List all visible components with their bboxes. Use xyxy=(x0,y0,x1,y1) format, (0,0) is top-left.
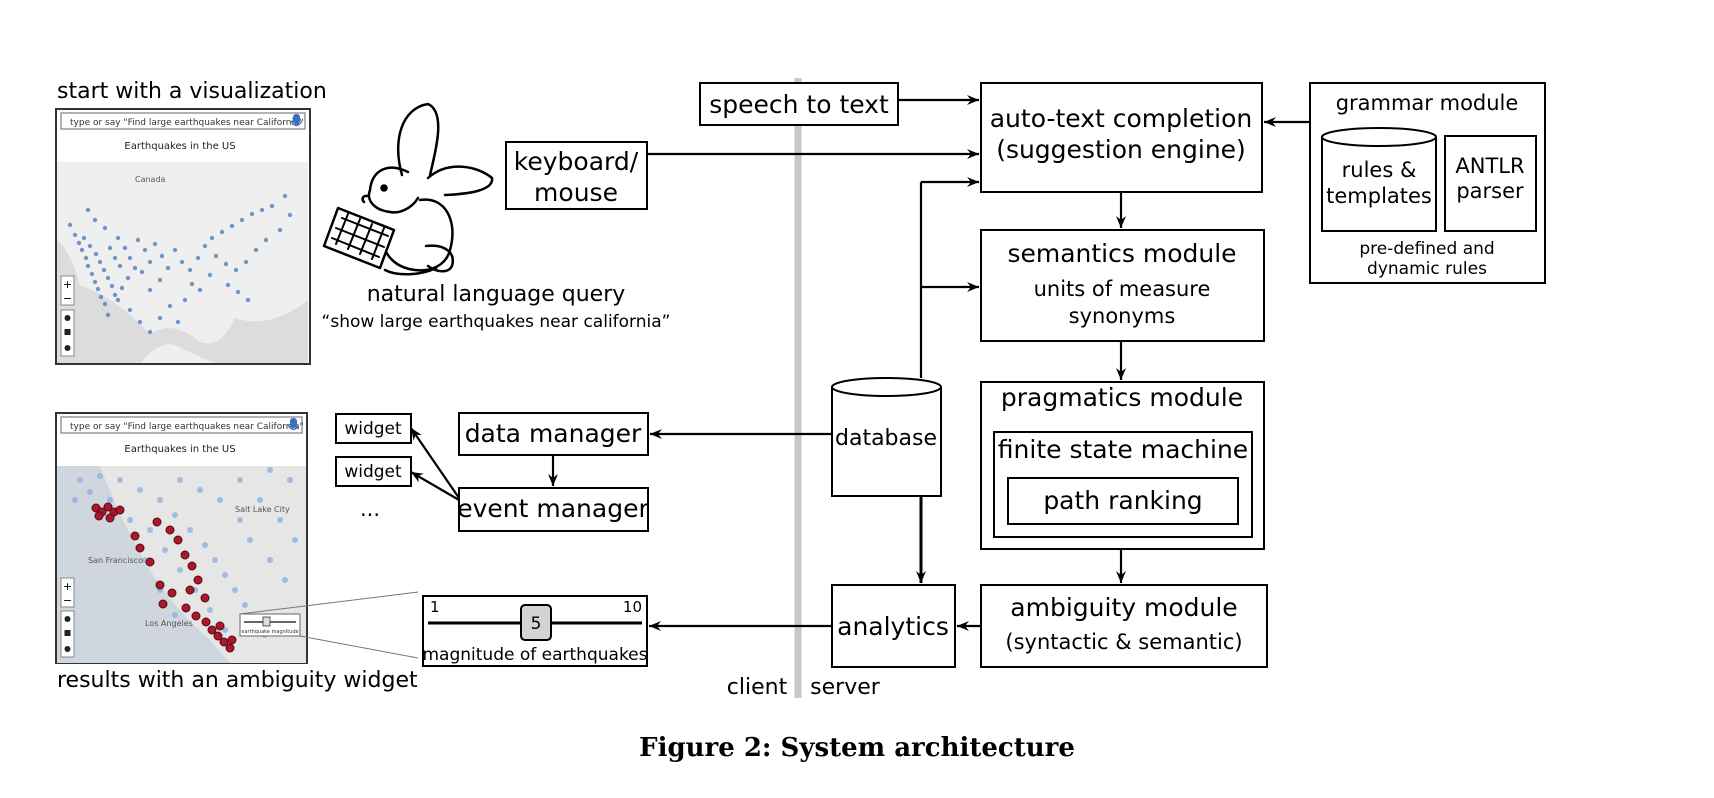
slider-max-label: 10 xyxy=(623,598,642,616)
map-title: Earthquakes in the US xyxy=(124,141,235,152)
svg-text:mouse: mouse xyxy=(534,178,618,207)
svg-text:templates: templates xyxy=(1326,184,1432,208)
architecture-diagram: client server start with a visualization… xyxy=(55,78,1546,700)
auto-text-completion-node: auto-text completion (suggestion engine) xyxy=(980,82,1263,193)
circle-tool-icon xyxy=(64,616,71,622)
map-place-label: Canada xyxy=(135,175,166,184)
microphone-icon[interactable] xyxy=(290,114,303,127)
server-label: server xyxy=(810,675,881,700)
map-title: Earthquakes in the US xyxy=(124,444,235,455)
map-search-input[interactable] xyxy=(60,112,306,130)
svg-text:semantics module: semantics module xyxy=(1007,239,1236,268)
svg-text:(syntactic & semantic): (syntactic & semantic) xyxy=(1005,630,1242,654)
slider-label: magnitude of earthquakes xyxy=(423,645,648,665)
svg-text:parser: parser xyxy=(1456,179,1524,203)
svg-text:widget: widget xyxy=(344,462,402,482)
point-tool-icon xyxy=(64,345,71,351)
slider-value: 5 xyxy=(531,614,542,634)
map-screenshot-bottom: type or say "Find large earthquakes near… xyxy=(55,412,308,664)
semantics-module-node: semantics module units of measure synony… xyxy=(980,229,1265,342)
nl-query-example: “show large earthquakes near california” xyxy=(322,312,671,332)
map-search-input[interactable] xyxy=(60,416,303,434)
earthquake-points-highlighted xyxy=(91,502,237,653)
zoom-in-icon[interactable]: + xyxy=(63,580,72,593)
zoom-controls[interactable]: + − xyxy=(60,577,75,658)
svg-text:speech to text: speech to text xyxy=(709,90,889,119)
mini-ambiguity-widget[interactable]: earthquake magnitude xyxy=(239,613,301,637)
slider-min-label: 1 xyxy=(430,598,440,616)
point-tool-icon xyxy=(64,646,71,652)
ambiguity-module-node: ambiguity module (syntactic & semantic) xyxy=(980,584,1268,668)
start-viz-label: start with a visualization xyxy=(57,79,327,104)
svg-text:finite state machine: finite state machine xyxy=(998,435,1248,464)
rules-templates-cylinder: rules & templates xyxy=(1321,127,1437,232)
client-label: client xyxy=(727,675,788,700)
map-search-placeholder: type or say "Find large earthquakes near… xyxy=(70,118,304,128)
map-place-label: Los Angeles xyxy=(145,619,193,628)
speech-to-text-node: speech to text xyxy=(699,82,899,126)
svg-text:widget: widget xyxy=(344,419,402,439)
map-place-label: San Francisco xyxy=(88,556,143,565)
mini-widget-label: earthquake magnitude xyxy=(241,629,298,635)
svg-text:(suggestion engine): (suggestion engine) xyxy=(996,135,1246,164)
zoom-in-icon[interactable]: + xyxy=(63,278,72,291)
database-node: database xyxy=(831,377,942,497)
widget-node-2: widget xyxy=(335,456,412,487)
keyboard-mouse-node: keyboard/ mouse xyxy=(505,141,648,210)
rabbit-keyboard-icon xyxy=(322,102,494,276)
data-manager-node: data manager xyxy=(458,412,649,456)
map-place-label: Salt Lake City xyxy=(235,505,290,514)
svg-text:synonyms: synonyms xyxy=(1069,304,1176,328)
figure-caption: Figure 2: System architecture xyxy=(639,733,1075,763)
pragmatics-module-node: pragmatics module finite state machine p… xyxy=(980,381,1265,550)
callout-line xyxy=(299,635,419,659)
zoom-controls[interactable]: + − xyxy=(60,275,75,357)
finite-state-machine-box: finite state machine path ranking xyxy=(993,431,1253,538)
zoom-out-icon[interactable]: − xyxy=(63,292,72,305)
earthquake-points xyxy=(67,193,293,335)
arrow-eventmanager-to-widget1 xyxy=(410,427,460,499)
svg-text:analytics: analytics xyxy=(837,612,949,641)
svg-text:grammar module: grammar module xyxy=(1336,91,1519,115)
map-screenshot-top: type or say "Find large earthquakes near… xyxy=(55,108,311,365)
svg-text:pre-defined and: pre-defined and xyxy=(1359,239,1494,259)
grammar-module-node: grammar module rules & templates ANTLR p… xyxy=(1309,82,1546,284)
connectors xyxy=(410,95,1310,631)
more-widgets-ellipsis: ... xyxy=(360,497,380,521)
event-manager-node: event manager xyxy=(457,487,649,532)
square-tool-icon xyxy=(64,630,71,636)
svg-text:data manager: data manager xyxy=(465,419,642,448)
magnitude-slider-widget[interactable]: 1 10 5 magnitude of earthquakes xyxy=(422,595,648,667)
map-search-placeholder: type or say "Find large earthquakes near… xyxy=(70,422,304,432)
results-viz-label: results with an ambiguity widget xyxy=(57,668,418,693)
svg-text:auto-text completion: auto-text completion xyxy=(990,104,1253,133)
svg-text:rules &: rules & xyxy=(1342,158,1417,182)
svg-text:units of measure: units of measure xyxy=(1034,277,1211,301)
circle-tool-icon xyxy=(64,315,71,321)
widget-node-1: widget xyxy=(335,413,412,444)
svg-text:ambiguity module: ambiguity module xyxy=(1010,593,1237,622)
svg-text:keyboard/: keyboard/ xyxy=(514,147,639,176)
nl-query-label: natural language query xyxy=(367,282,626,307)
analytics-node: analytics xyxy=(831,584,956,668)
svg-text:dynamic rules: dynamic rules xyxy=(1367,259,1487,279)
zoom-out-icon[interactable]: − xyxy=(63,594,72,607)
square-tool-icon xyxy=(64,329,71,335)
slider-handle[interactable] xyxy=(520,604,552,641)
svg-text:pragmatics module: pragmatics module xyxy=(1001,383,1243,412)
svg-text:event manager: event manager xyxy=(457,494,649,523)
svg-text:database: database xyxy=(835,426,937,451)
path-ranking-box: path ranking xyxy=(1007,477,1239,525)
callout-line xyxy=(239,591,419,615)
svg-text:ANTLR: ANTLR xyxy=(1455,154,1524,178)
arrow-eventmanager-to-widget2 xyxy=(410,471,460,501)
microphone-icon[interactable] xyxy=(287,418,300,431)
antlr-parser-box: ANTLR parser xyxy=(1444,135,1537,232)
svg-text:path ranking: path ranking xyxy=(1043,486,1202,515)
